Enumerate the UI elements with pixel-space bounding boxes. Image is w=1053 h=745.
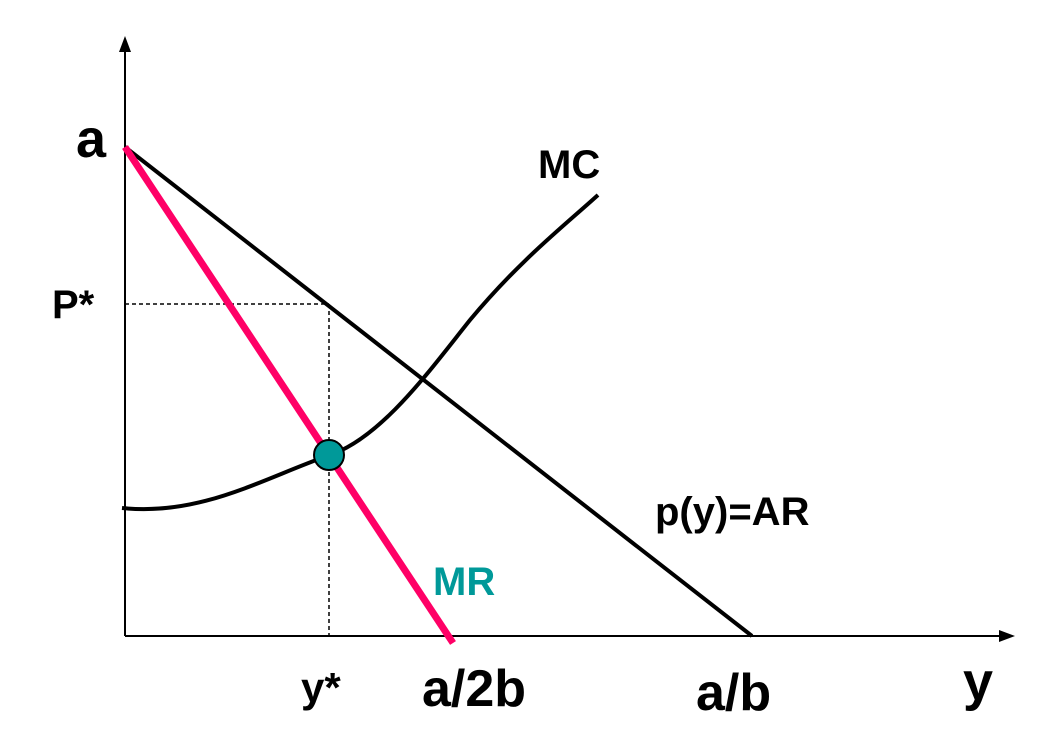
mr-line — [122, 145, 456, 645]
a-b-label: a/b — [696, 664, 771, 722]
y-axis-arrow — [119, 36, 131, 52]
optimum-point — [313, 439, 345, 471]
a-2b-label: a/2b — [422, 660, 526, 718]
mc-curve — [121, 193, 600, 512]
ar-label: p(y)=AR — [655, 490, 810, 534]
y-axis-variable-label: y — [963, 652, 993, 712]
y-star-label: y* — [301, 664, 341, 711]
p-star-label: P* — [52, 283, 95, 327]
a-intercept-label: a — [76, 109, 107, 169]
x-axis-arrow — [999, 630, 1015, 642]
ar-demand-line — [123, 145, 754, 638]
mr-label: MR — [433, 560, 495, 604]
mc-label: MC — [538, 143, 600, 187]
